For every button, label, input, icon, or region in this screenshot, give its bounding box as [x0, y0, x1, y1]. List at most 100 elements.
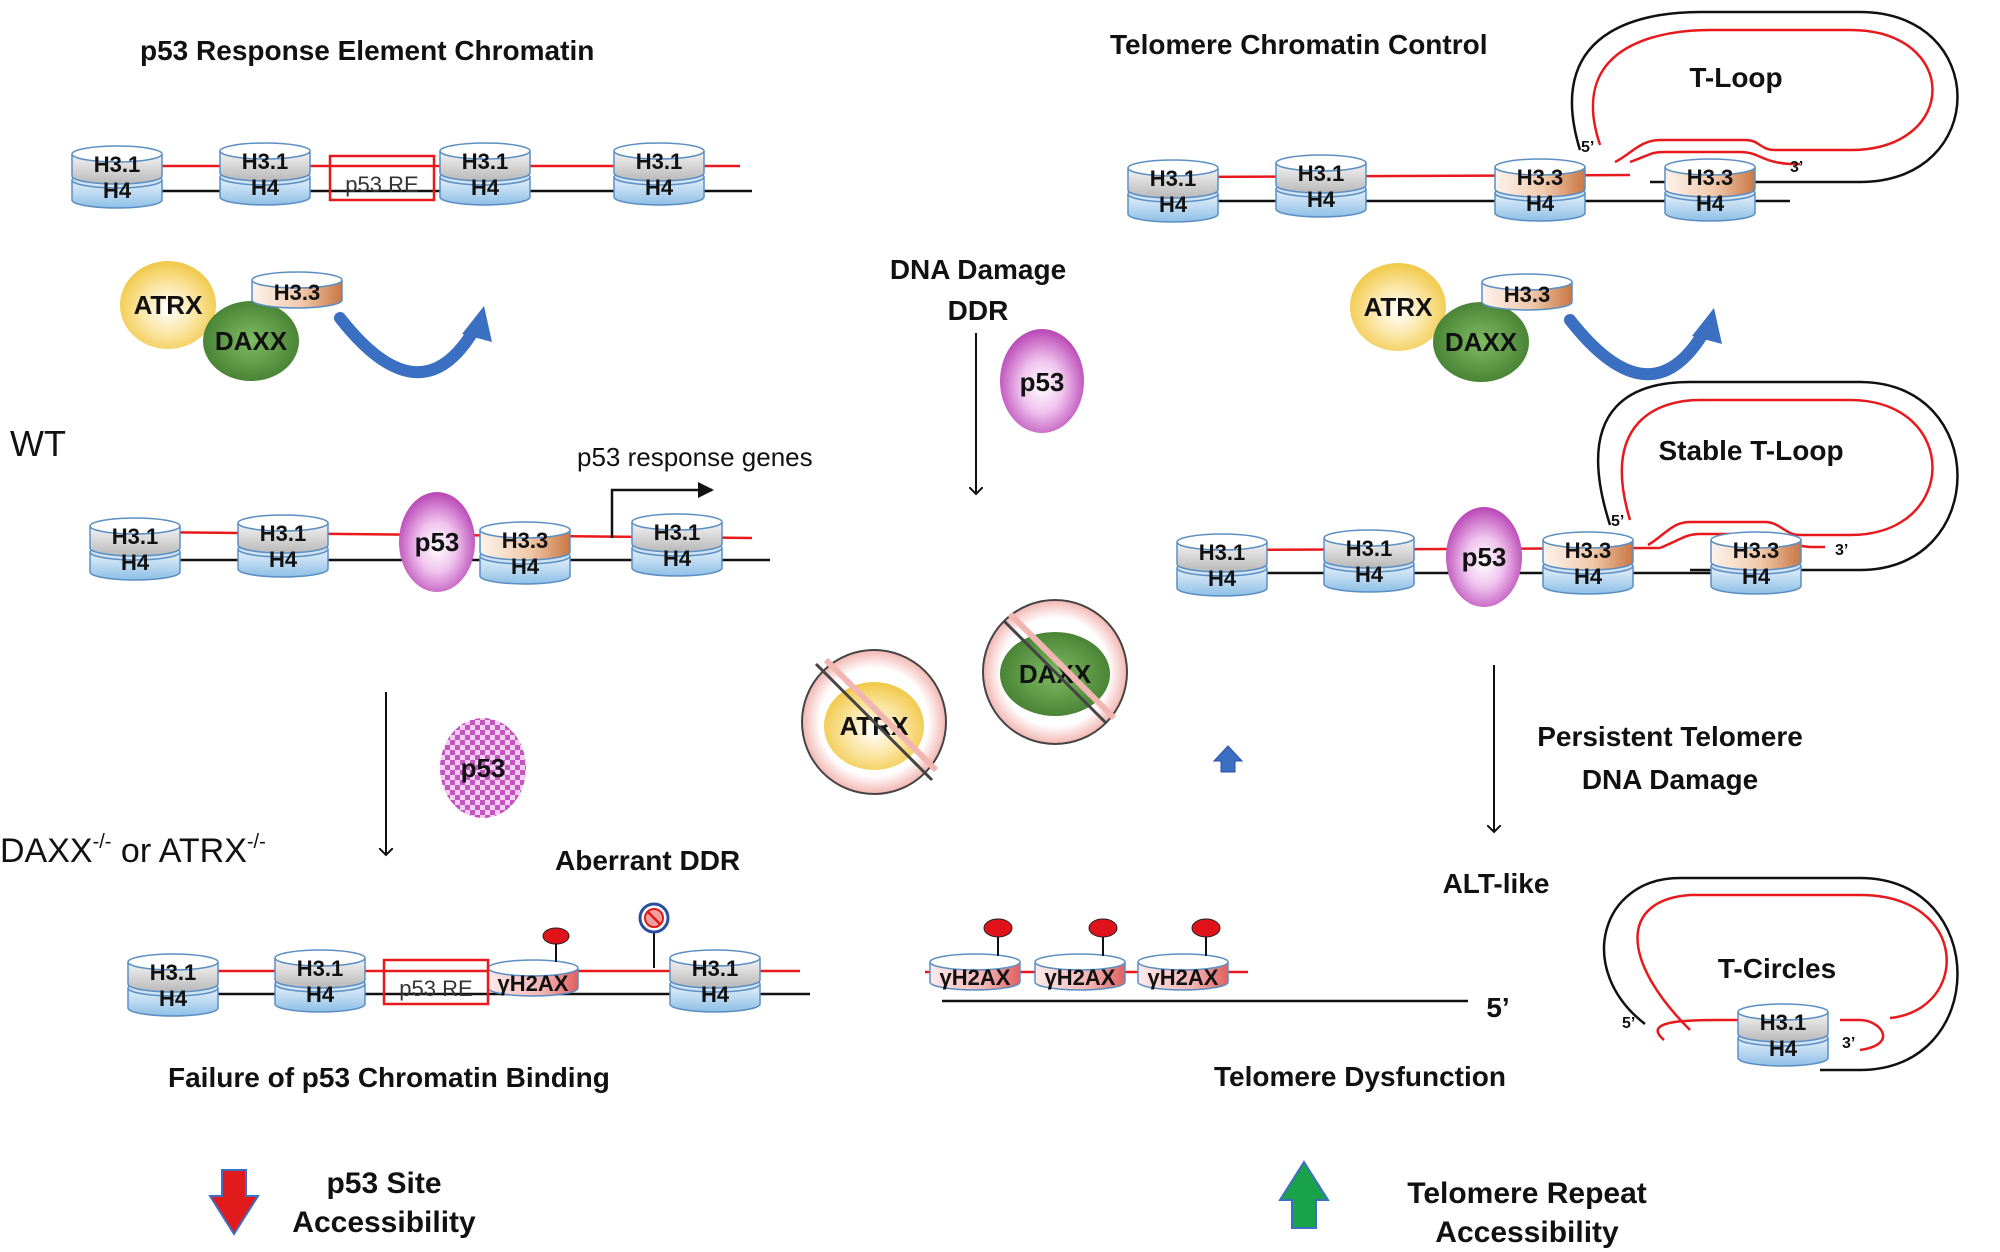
p53-protein [1000, 329, 1084, 433]
h4-label: H4 [471, 175, 500, 200]
transcription-start-arrow [610, 482, 714, 538]
h31-label: H3.1 [1150, 166, 1196, 191]
atrx-protein [1350, 263, 1446, 351]
atrx-label: ATRX [840, 711, 910, 741]
h31-label: H3.1 [1346, 536, 1392, 561]
telomere-repeat-label: Telomere Repeat [1407, 1177, 1647, 1210]
p53-re-label: p53 RE [399, 976, 472, 1001]
h31-label: H3.1 [1298, 161, 1344, 186]
alt-like-label: ALT-like [1443, 868, 1550, 899]
h31-label: H3.1 [636, 149, 682, 174]
h31-label: H3.1 [654, 520, 700, 545]
three-prime-label: 3’ [1842, 1035, 1855, 1052]
mutant-condition-label: DAXX-/- or ATRX-/- [0, 831, 266, 870]
phospho-mark [542, 927, 570, 945]
h33-label: H3.3 [1733, 538, 1779, 563]
h4-label: H4 [159, 986, 188, 1011]
failure-binding-label: Failure of p53 Chromatin Binding [168, 1062, 610, 1093]
h33-label: H3.3 [1504, 282, 1550, 307]
daxx-protein [203, 301, 299, 381]
h31-label: H3.1 [462, 149, 508, 174]
h31-label: H3.1 [1760, 1010, 1806, 1035]
telomere-dysfunction-label: Telomere Dysfunction [1214, 1061, 1506, 1092]
aberrant-ddr-label: Aberrant DDR [555, 845, 740, 876]
daxx-label: DAXX [1445, 327, 1518, 357]
h4-label: H4 [251, 175, 280, 200]
dna-damage-label: DNA Damage [890, 254, 1066, 285]
p53-site-label: p53 Site [326, 1167, 441, 1200]
phospho-mark [983, 918, 1013, 938]
atrx-loss-icon: ATRX [801, 649, 947, 795]
p53-label: p53 [1020, 367, 1065, 397]
three-prime-label: 3’ [1835, 542, 1848, 559]
h33-label: H3.3 [274, 280, 320, 305]
p53-re-label: p53 RE [345, 172, 418, 197]
h33-label: H3.3 [1687, 165, 1733, 190]
h4-label: H4 [701, 982, 730, 1007]
telomere-chromatin-top: H3.1 H4 H3.1 H4 H3.3 H4 H3.3 H4 [1127, 154, 1790, 223]
p53-accessibility-label: Accessibility [292, 1206, 476, 1239]
p53-re-box [382, 958, 490, 1006]
phospho-mark [1191, 918, 1221, 938]
h31-label: H3.1 [242, 149, 288, 174]
ddr-label: DDR [948, 295, 1009, 326]
h31-label: H3.1 [150, 960, 196, 985]
h4-label: H4 [1355, 562, 1384, 587]
p53-re-chromatin-top: p53 RE H3.1 H4 H3.1 H4 H3.1 H4 H3.1 H4 [71, 142, 752, 209]
h31-label: H3.1 [94, 152, 140, 177]
h4-label: H4 [1526, 191, 1555, 216]
h4-label: H4 [663, 546, 692, 571]
five-prime-end-label: 5’ [1486, 992, 1509, 1023]
h4-label: H4 [269, 547, 298, 572]
h4-label: H4 [645, 175, 674, 200]
p53-label: p53 [415, 527, 460, 557]
p53-label: p53 [1462, 542, 1507, 572]
h4-label: H4 [103, 178, 132, 203]
telomere-chromatin-stable: p53 H3.1 H4 H3.1 H4 H3.3 H4 H3.3 H4 [1176, 507, 1802, 607]
up-arrow-green-icon [1278, 1160, 1330, 1229]
telomere-accessibility-label: Accessibility [1435, 1216, 1619, 1249]
gh2ax-label: γH2AX [1045, 965, 1116, 990]
h4-label: H4 [511, 554, 540, 579]
h33-label: H3.3 [502, 528, 548, 553]
h4-label: H4 [1159, 192, 1188, 217]
deposition-arrow-head [462, 306, 492, 342]
h4-label: H4 [121, 550, 150, 575]
p53-protein [1446, 507, 1522, 607]
gh2ax-label: γH2AX [498, 971, 569, 996]
h4-label: H4 [1696, 191, 1725, 216]
five-prime-label: 5’ [1622, 1015, 1635, 1032]
h31-label: H3.1 [260, 521, 306, 546]
atrx-protein [120, 261, 216, 349]
h4-label: H4 [1208, 566, 1237, 591]
five-prime-label: 5’ [1611, 513, 1624, 530]
down-arrow-red-icon [208, 1169, 260, 1236]
t-circles-label: T-Circles [1718, 953, 1836, 984]
gh2ax-label: γH2AX [940, 965, 1011, 990]
daxx-protein [1433, 302, 1529, 382]
p53-response-genes-label: p53 response genes [577, 442, 813, 472]
deposition-arrow [1564, 314, 1710, 381]
phospho-mark [1088, 918, 1118, 938]
p53-bound-chromatin: p53 H3.1 H4 H3.1 H4 H3.3 H4 H3.1 H4 p53 … [89, 442, 813, 592]
h31-label: H3.1 [692, 956, 738, 981]
atrx-daxx-complex-right: ATRX DAXX H3.3 [1350, 263, 1722, 382]
three-prime-label: 3’ [1790, 159, 1803, 176]
atrx-daxx-complex-left: ATRX DAXX H3.3 [120, 261, 492, 381]
persistent-damage-label-2: DNA Damage [1582, 764, 1758, 795]
telomere-dysfunction-chromatin: γH2AX γH2AX γH2AX 5’ [925, 918, 1510, 1023]
atrx-label: ATRX [134, 290, 204, 320]
atrx-label: ATRX [1364, 292, 1434, 322]
t-loop-label: T-Loop [1689, 62, 1782, 93]
p53-mutant-protein [440, 718, 526, 818]
persistent-damage-label: Persistent Telomere [1537, 721, 1803, 752]
h4-label: H4 [1769, 1036, 1798, 1061]
stable-t-loop: Stable T-Loop 5’ 3’ [1596, 380, 1959, 572]
deposition-arrow-head [1692, 308, 1722, 344]
five-prime-label: 5’ [1581, 139, 1594, 156]
h33-label: H3.3 [1565, 538, 1611, 563]
t-loop-top: T-Loop 5’ 3’ [1570, 10, 1959, 184]
telomere-control-title: Telomere Chromatin Control [1110, 29, 1488, 60]
up-arrow-small-icon [1212, 745, 1244, 773]
